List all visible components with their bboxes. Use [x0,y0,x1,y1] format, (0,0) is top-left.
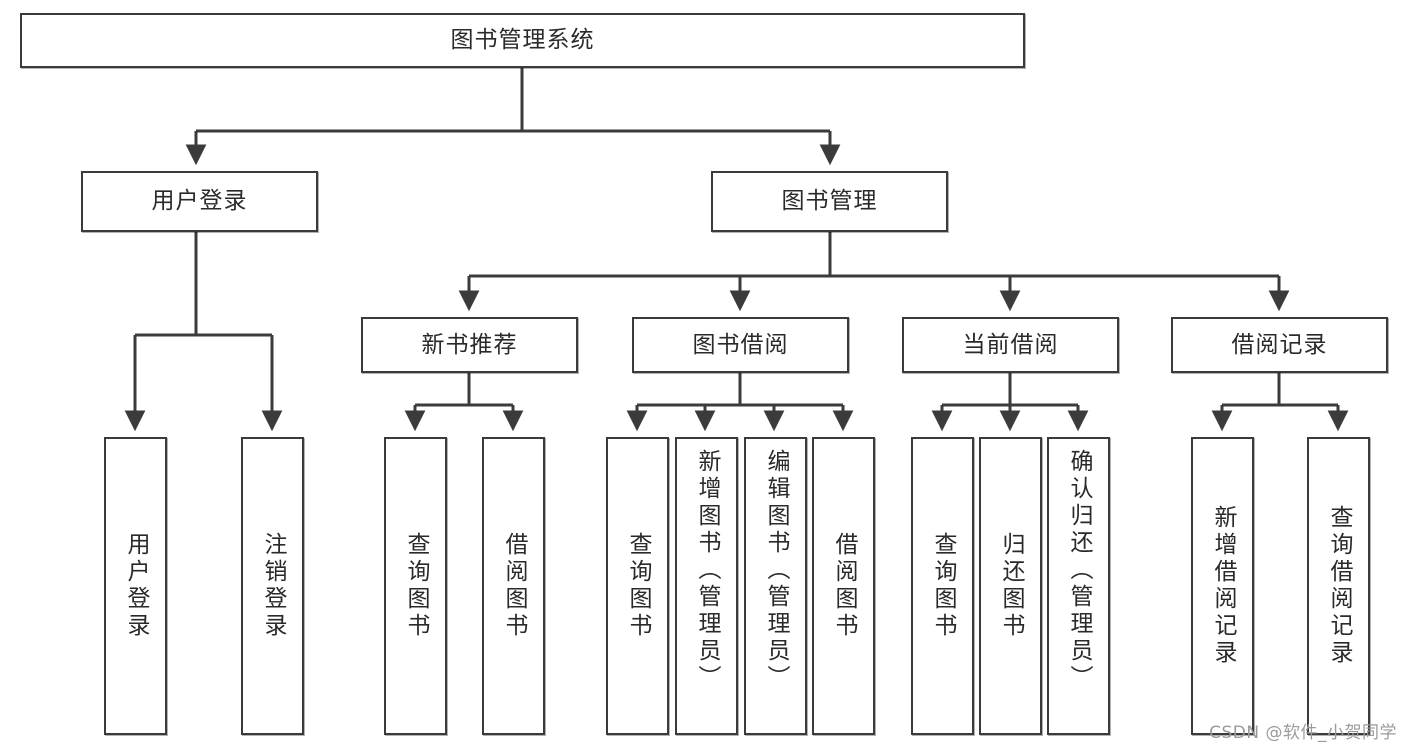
node-label: 图书管理系统 [450,27,595,54]
node-label: 编辑图书（管理员） [763,449,789,692]
node-label: 归还图书 [998,532,1024,640]
leaf-borrow-book[interactable]: 借阅图书 [812,437,875,735]
node-label: 用户登录 [151,188,248,215]
leaf-logout-login[interactable]: 注销登录 [241,437,304,735]
node-label: 确认归还（管理员） [1066,449,1092,692]
leaf-edit-book-admin[interactable]: 编辑图书（管理员） [744,437,807,735]
node-book-management-system[interactable]: 图书管理系统 [20,13,1025,68]
node-label: 图书管理 [781,188,878,215]
node-borrow-record[interactable]: 借阅记录 [1171,317,1388,373]
node-label: 新书推荐 [421,331,518,358]
node-label: 查询借阅记录 [1326,505,1352,667]
node-book-management[interactable]: 图书管理 [711,171,948,232]
node-label: 借阅记录 [1231,331,1328,358]
leaf-query-book-recommend[interactable]: 查询图书 [384,437,447,735]
node-new-book-recommend[interactable]: 新书推荐 [361,317,578,373]
leaf-borrow-book-recommend[interactable]: 借阅图书 [482,437,545,735]
leaf-user-login[interactable]: 用户登录 [104,437,167,735]
node-label: 借阅图书 [831,532,857,640]
node-label: 查询图书 [930,532,956,640]
node-label: 新增借阅记录 [1210,505,1236,667]
node-user-login[interactable]: 用户登录 [81,171,318,232]
leaf-add-borrow-record[interactable]: 新增借阅记录 [1191,437,1254,735]
node-label: 新增图书（管理员） [694,449,720,692]
node-book-borrow[interactable]: 图书借阅 [632,317,849,373]
leaf-query-borrow-record[interactable]: 查询借阅记录 [1307,437,1370,735]
leaf-query-book-borrow[interactable]: 查询图书 [606,437,669,735]
leaf-return-book[interactable]: 归还图书 [979,437,1042,735]
leaf-confirm-return-admin[interactable]: 确认归还（管理员） [1047,437,1110,735]
node-label: 注销登录 [260,532,286,640]
node-label: 查询图书 [403,532,429,640]
node-current-borrow[interactable]: 当前借阅 [902,317,1119,373]
node-label: 查询图书 [625,532,651,640]
node-label: 图书借阅 [692,331,789,358]
node-label: 当前借阅 [962,331,1059,358]
leaf-add-book-admin[interactable]: 新增图书（管理员） [675,437,738,735]
node-label: 用户登录 [123,532,149,640]
node-label: 借阅图书 [501,532,527,640]
leaf-query-book-current[interactable]: 查询图书 [911,437,974,735]
csdn-watermark: CSDN @软件_小贺同学 [1209,723,1397,743]
